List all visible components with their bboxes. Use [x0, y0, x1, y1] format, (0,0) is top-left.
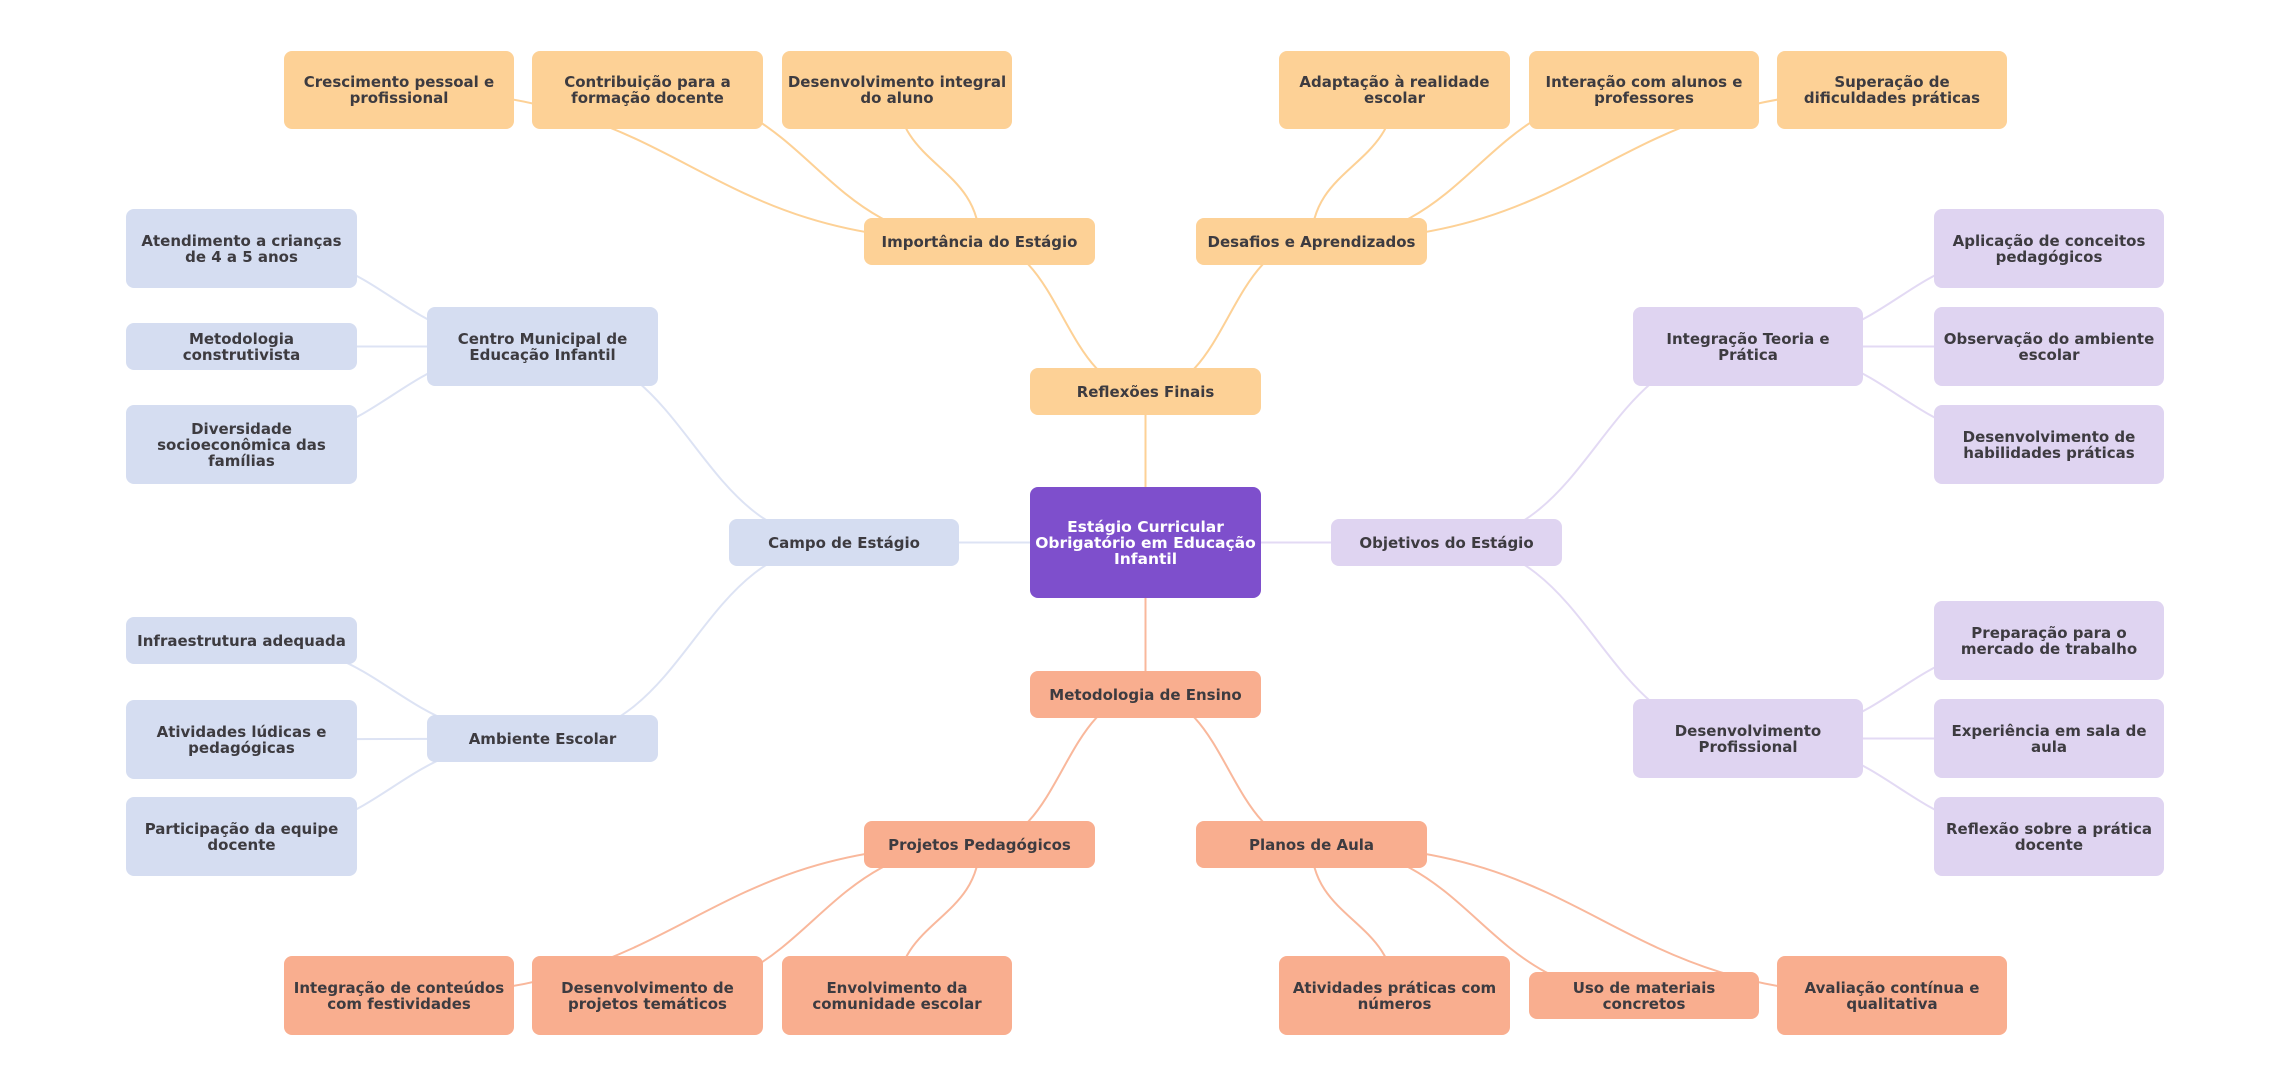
leaf-label: Uso de materiais concretos	[1572, 978, 1716, 1013]
leaf-label: Atividades práticas com números	[1292, 978, 1497, 1013]
leaf-node[interactable]: Diversidade socioeconômica das famílias	[126, 405, 357, 484]
leaf-node[interactable]: Atividades lúdicas e pedagógicas	[126, 700, 357, 779]
branch-label: Campo de Estágio	[768, 533, 920, 552]
leaf-node[interactable]: Infraestrutura adequada	[126, 617, 357, 664]
leaf-label: Desenvolvimento de habilidades práticas	[1962, 427, 2136, 462]
leaf-label: Integração de conteúdos com festividades	[293, 978, 505, 1013]
leaf-label: Observação do ambiente escolar	[1943, 329, 2155, 364]
leaf-label: Experiência em sala de aula	[1951, 721, 2147, 756]
leaf-node[interactable]: Atividades práticas com números	[1279, 956, 1510, 1035]
leaf-node[interactable]: Avaliação contínua e qualitativa	[1777, 956, 2007, 1035]
leaf-label: Adaptação à realidade escolar	[1299, 73, 1490, 107]
node-integracao-teoria-pratica[interactable]: Integração Teoria e Prática	[1633, 307, 1863, 386]
root-label: Estágio Curricular Obrigatório em Educaç…	[1035, 517, 1256, 568]
leaf-label: Participação da equipe docente	[144, 819, 339, 854]
node-label: Projetos Pedagógicos	[888, 835, 1071, 854]
leaf-label: Interação com alunos e professores	[1545, 73, 1743, 107]
branch-label: Reflexões Finais	[1076, 382, 1215, 401]
node-planos-de-aula[interactable]: Planos de Aula	[1196, 821, 1427, 868]
node-label: Centro Municipal de Educação Infantil	[457, 329, 628, 364]
node-centro-municipal[interactable]: Centro Municipal de Educação Infantil	[427, 307, 658, 386]
leaf-label: Contribuição para a formação docente	[564, 73, 731, 107]
leaf-label: Diversidade socioeconômica das famílias	[157, 419, 326, 470]
branch-reflexoes-finais[interactable]: Reflexões Finais	[1030, 368, 1261, 415]
leaf-label: Reflexão sobre a prática docente	[1945, 819, 2153, 854]
leaf-label: Atendimento a crianças de 4 a 5 anos	[141, 231, 342, 266]
node-label: Integração Teoria e Prática	[1666, 329, 1830, 364]
node-ambiente-escolar[interactable]: Ambiente Escolar	[427, 715, 658, 762]
leaf-node[interactable]: Reflexão sobre a prática docente	[1934, 797, 2164, 876]
node-desafios-e-aprendizados[interactable]: Desafios e Aprendizados	[1196, 218, 1427, 265]
node-projetos-pedagogicos[interactable]: Projetos Pedagógicos	[864, 821, 1095, 868]
node-label: Desafios e Aprendizados	[1207, 232, 1416, 251]
leaf-label: Desenvolvimento integral do aluno	[787, 73, 1007, 107]
leaf-node[interactable]: Crescimento pessoal e profissional	[284, 51, 514, 129]
leaf-node[interactable]: Metodologia construtivista	[126, 323, 357, 370]
leaf-label: Atividades lúdicas e pedagógicas	[156, 722, 327, 757]
leaf-label: Avaliação contínua e qualitativa	[1804, 978, 1980, 1013]
leaf-node[interactable]: Observação do ambiente escolar	[1934, 307, 2164, 386]
branch-campo-de-estagio[interactable]: Campo de Estágio	[729, 519, 959, 566]
leaf-label: Infraestrutura adequada	[137, 631, 346, 650]
branch-objetivos-do-estagio[interactable]: Objetivos do Estágio	[1331, 519, 1562, 566]
node-label: Importância do Estágio	[881, 232, 1078, 251]
branch-metodologia-de-ensino[interactable]: Metodologia de Ensino	[1030, 671, 1261, 718]
leaf-label: Aplicação de conceitos pedagógicos	[1952, 231, 2146, 266]
leaf-node[interactable]: Desenvolvimento integral do aluno	[782, 51, 1012, 129]
node-label: Planos de Aula	[1248, 835, 1375, 854]
leaf-node[interactable]: Desenvolvimento de habilidades práticas	[1934, 405, 2164, 484]
root-node[interactable]: Estágio Curricular Obrigatório em Educaç…	[1030, 487, 1261, 598]
leaf-node[interactable]: Atendimento a crianças de 4 a 5 anos	[126, 209, 357, 288]
leaf-node[interactable]: Experiência em sala de aula	[1934, 699, 2164, 778]
leaf-label: Desenvolvimento de projetos temáticos	[561, 978, 734, 1013]
leaf-node[interactable]: Envolvimento da comunidade escolar	[782, 956, 1012, 1035]
leaf-node[interactable]: Participação da equipe docente	[126, 797, 357, 876]
leaf-node[interactable]: Aplicação de conceitos pedagógicos	[1934, 209, 2164, 288]
leaf-node[interactable]: Adaptação à realidade escolar	[1279, 51, 1510, 129]
leaf-node[interactable]: Interação com alunos e professores	[1529, 51, 1759, 129]
leaf-label: Metodologia construtivista	[182, 329, 301, 364]
leaf-node[interactable]: Integração de conteúdos com festividades	[284, 956, 514, 1035]
node-label: Ambiente Escolar	[468, 729, 617, 748]
branch-label: Metodologia de Ensino	[1049, 685, 1242, 704]
node-desenvolvimento-profissional[interactable]: Desenvolvimento Profissional	[1633, 699, 1863, 778]
leaf-node[interactable]: Preparação para o mercado de trabalho	[1934, 601, 2164, 680]
leaf-label: Envolvimento da comunidade escolar	[812, 978, 982, 1013]
leaf-node[interactable]: Superação de dificuldades práticas	[1777, 51, 2007, 129]
leaf-node[interactable]: Uso de materiais concretos	[1529, 972, 1759, 1019]
edge-campo-ambiente	[542, 541, 845, 740]
leaf-node[interactable]: Desenvolvimento de projetos temáticos	[532, 956, 763, 1035]
branch-label: Objetivos do Estágio	[1359, 533, 1534, 552]
node-importancia-do-estagio[interactable]: Importância do Estágio	[864, 218, 1095, 265]
leaf-label: Preparação para o mercado de trabalho	[1960, 623, 2138, 658]
leaf-label: Crescimento pessoal e profissional	[303, 73, 495, 107]
leaf-node[interactable]: Contribuição para a formação docente	[532, 51, 763, 129]
node-label: Desenvolvimento Profissional	[1674, 721, 1822, 756]
leaf-label: Superação de dificuldades práticas	[1803, 73, 1981, 107]
